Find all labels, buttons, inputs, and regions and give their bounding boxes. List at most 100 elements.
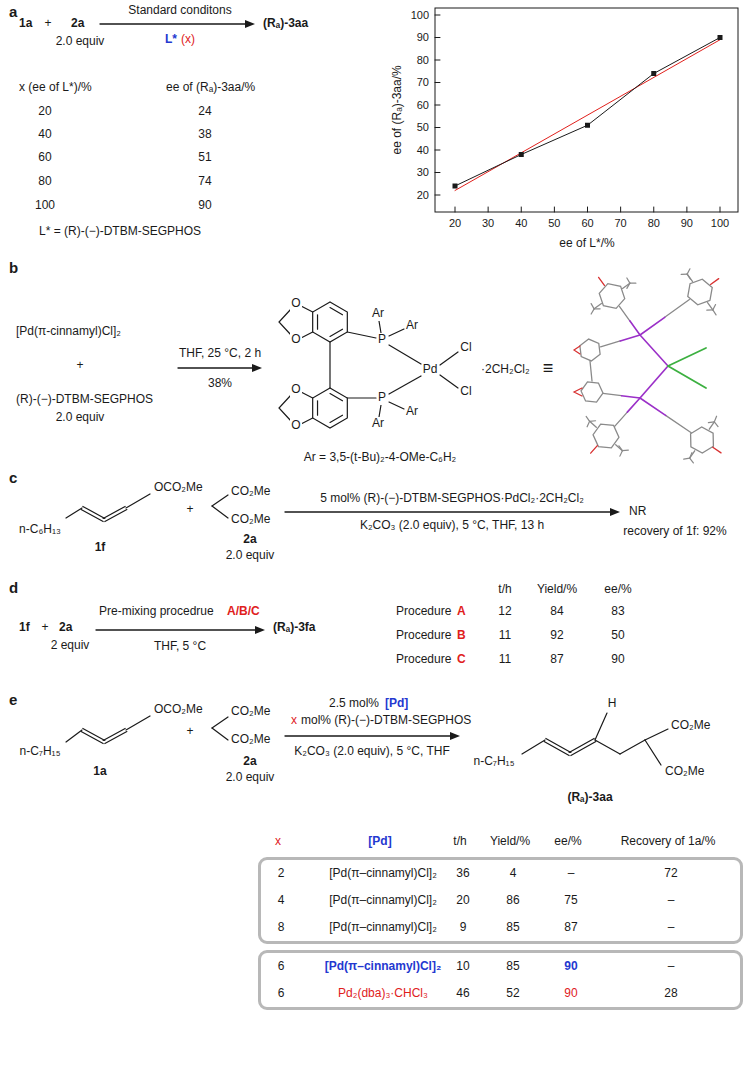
text-label: [Pd(π-cinnamyl)Cl]₂	[15, 325, 122, 339]
bond	[522, 740, 545, 754]
atom-label: Cl	[459, 385, 472, 399]
text-label: 2a	[70, 17, 85, 31]
text-label: 2.0 equiv	[55, 411, 106, 425]
data-line	[455, 38, 720, 187]
axis-tick	[435, 105, 440, 106]
table-cell: 52	[506, 987, 519, 1001]
table-cell: [Pd(π–cinnamyl)Cl]₂	[329, 867, 437, 881]
table-cell: –	[668, 960, 675, 974]
biaryl-bond	[329, 342, 330, 388]
methylene-bridge	[279, 309, 291, 335]
text-label: CO₂Me	[230, 733, 271, 747]
ring-double-bond	[330, 308, 342, 315]
atom-label: Ar	[405, 319, 419, 333]
text-label: 11	[498, 629, 512, 643]
text-label: CO₂Me	[670, 719, 711, 733]
allene-bond	[544, 742, 569, 756]
text-label: x	[274, 835, 282, 849]
axis-tick-label: 60	[580, 217, 594, 230]
text-label: (x)	[180, 33, 196, 47]
bond	[440, 352, 458, 365]
bond	[212, 717, 228, 728]
crystal-bond	[713, 305, 716, 310]
text-label: n-C₇H₁₅	[472, 755, 515, 769]
ring-double-bond	[317, 401, 318, 415]
atom-label: Ar	[371, 417, 385, 431]
reaction-arrow	[178, 367, 256, 368]
text-label: +	[40, 621, 49, 635]
bond	[389, 402, 404, 409]
text-label: ee of (Rₐ)-3aa/%	[165, 81, 256, 95]
text-label: 40	[37, 128, 52, 142]
text-label: 84	[549, 605, 564, 619]
axis-tick	[435, 150, 440, 151]
text-label: 2.0 equiv	[225, 549, 276, 563]
table-cell: 75	[564, 894, 577, 908]
text-label: B	[456, 629, 467, 643]
table-cell: 20	[456, 894, 469, 908]
text-label: K₂CO₃ (2.0 equiv), 5 °C, THF	[293, 745, 451, 759]
allene-bond	[103, 506, 125, 518]
bond	[212, 506, 228, 518]
text-label: Standard conditons	[127, 4, 232, 18]
allene-bond	[546, 738, 571, 752]
allene-bond	[103, 728, 125, 740]
text-label: (Rₐ)-3aa	[566, 791, 613, 805]
bond	[347, 332, 376, 338]
crystal-bond	[687, 274, 692, 281]
text-label: Ar = 3,5-(t-Bu)₂-4-OMe-C₆H₂	[303, 451, 458, 465]
text-label: C	[456, 653, 467, 667]
crystal-bond	[621, 396, 640, 398]
atom-label: Pd	[422, 363, 439, 377]
table-cell: 2	[278, 867, 285, 881]
crystal-bond	[627, 278, 630, 283]
axis-tick	[435, 172, 440, 173]
text-label: 60	[37, 151, 52, 165]
text-label: 2.0 equiv	[55, 35, 106, 49]
text-label: 5 mol% (R)-(−)-DTBM-SEGPHOS·PdCl₂·2CH₂Cl…	[319, 492, 585, 506]
crystal-bond	[591, 309, 594, 314]
text-label: L* = (R)-(−)-DTBM-SEGPHOS	[38, 225, 202, 239]
crystal-ring	[599, 284, 624, 309]
bond	[347, 397, 376, 398]
text-label: ee/%	[553, 835, 582, 849]
data-point	[585, 123, 590, 128]
text-label: [Pd]	[367, 835, 392, 849]
axis-tick-label: 30	[416, 166, 430, 179]
axis-tick-label: 90	[416, 31, 430, 44]
reaction-arrow	[100, 23, 249, 24]
crystal-bond	[713, 447, 721, 453]
bond	[645, 740, 661, 765]
table-cell: 85	[506, 921, 519, 935]
axis-tick-label: 50	[416, 121, 430, 134]
bond	[66, 508, 82, 518]
axis-tick	[455, 207, 456, 212]
panel-letter: a	[8, 3, 18, 20]
crystal-bond	[587, 421, 589, 426]
allene-bond	[569, 738, 594, 752]
panel-letter: c	[8, 469, 18, 486]
panel-letter: e	[8, 691, 18, 708]
crystal-bond	[591, 446, 598, 453]
reaction-arrow	[285, 511, 614, 512]
axis-tick-label: 20	[416, 189, 430, 202]
text-label: +	[185, 503, 194, 517]
axis-tick-label: 40	[514, 217, 528, 230]
text-label: (R)-(−)-DTBM-SEGPHOS	[15, 393, 154, 407]
text-label: 51	[197, 151, 212, 165]
benzene-ring	[313, 302, 348, 342]
text-label: 11	[498, 653, 512, 667]
axis-tick-label: 30	[481, 217, 495, 230]
crystal-ring	[593, 424, 619, 448]
methylene-bridge	[279, 395, 291, 421]
table-cell: 4	[510, 867, 517, 881]
crystal-bond	[707, 309, 713, 310]
crystal-bond	[601, 341, 621, 347]
allene-bond	[571, 742, 596, 756]
crystal-bond	[709, 422, 714, 429]
text-label: (Rₐ)-3fa	[272, 621, 317, 635]
crystal-bond	[630, 321, 640, 335]
table-cell: 36	[456, 867, 469, 881]
atom-label: O	[290, 333, 301, 347]
atom-label: O	[290, 297, 301, 311]
